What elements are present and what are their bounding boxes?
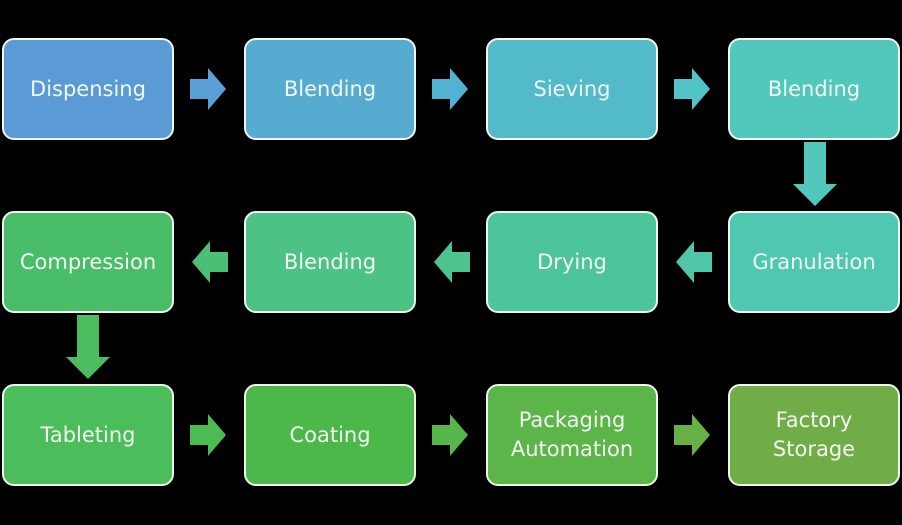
arrow-polygon [676, 241, 712, 283]
arrow-right-icon [432, 68, 468, 110]
step-blending-2: Blending [728, 38, 900, 140]
step-tableting: Tableting [2, 384, 174, 486]
arrow-polygon [190, 414, 226, 456]
arrow-polygon [793, 142, 837, 206]
step-packaging-automation: Packaging Automation [486, 384, 658, 486]
arrow-polygon [432, 414, 468, 456]
arrow-left-icon [676, 241, 712, 283]
arrow-shape [66, 315, 110, 379]
arrow-shape [432, 68, 468, 110]
arrow-down-icon [793, 142, 837, 206]
step-coating: Coating [244, 384, 416, 486]
arrow-polygon [192, 241, 228, 283]
step-granulation: Granulation [728, 211, 900, 313]
step-blending-3: Blending [244, 211, 416, 313]
arrow-shape [190, 68, 226, 110]
step-blending-1: Blending [244, 38, 416, 140]
arrow-shape [190, 414, 226, 456]
arrow-polygon [434, 241, 470, 283]
arrow-right-icon [432, 414, 468, 456]
step-compression: Compression [2, 211, 174, 313]
arrow-shape [434, 241, 470, 283]
arrow-down-icon [66, 315, 110, 379]
step-factory-storage: Factory Storage [728, 384, 900, 486]
step-dispensing: Dispensing [2, 38, 174, 140]
arrow-shape [793, 142, 837, 206]
step-sieving: Sieving [486, 38, 658, 140]
arrow-polygon [66, 315, 110, 379]
arrow-right-icon [190, 68, 226, 110]
arrow-left-icon [434, 241, 470, 283]
arrow-shape [192, 241, 228, 283]
arrow-right-icon [190, 414, 226, 456]
arrow-shape [676, 241, 712, 283]
step-drying: Drying [486, 211, 658, 313]
arrow-shape [674, 414, 710, 456]
arrow-right-icon [674, 414, 710, 456]
arrow-polygon [674, 68, 710, 110]
arrow-polygon [674, 414, 710, 456]
arrow-shape [674, 68, 710, 110]
arrow-shape [432, 414, 468, 456]
arrow-polygon [432, 68, 468, 110]
arrow-polygon [190, 68, 226, 110]
arrow-left-icon [192, 241, 228, 283]
arrow-right-icon [674, 68, 710, 110]
